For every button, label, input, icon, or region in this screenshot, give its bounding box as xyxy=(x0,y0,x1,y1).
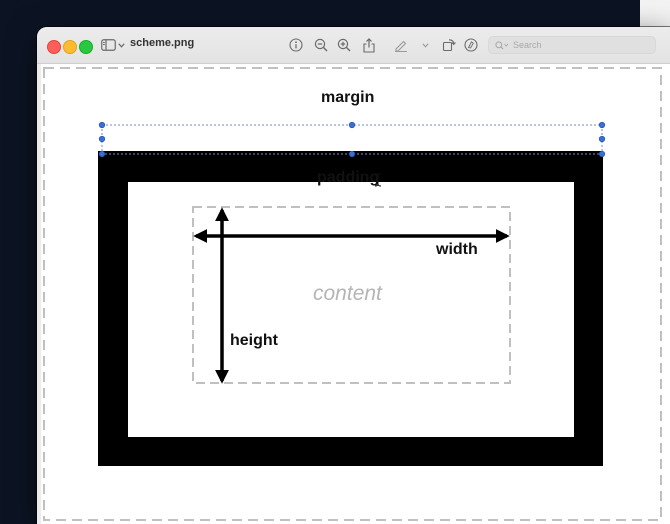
selection-handles xyxy=(98,121,606,158)
zoom-button[interactable] xyxy=(79,40,93,54)
info-icon[interactable] xyxy=(288,36,304,54)
rotate-icon[interactable] xyxy=(441,36,457,54)
close-button[interactable] xyxy=(47,40,61,54)
search-icon xyxy=(495,40,509,50)
zoom-in-icon[interactable] xyxy=(336,36,352,54)
height-label: height xyxy=(230,332,278,349)
search-placeholder: Search xyxy=(513,40,542,50)
window-title: scheme.png xyxy=(130,37,195,49)
preview-window: scheme.png Search xyxy=(37,27,670,524)
text-cursor-icon xyxy=(374,173,382,192)
image-canvas: margin border padding width height conte… xyxy=(41,64,670,524)
zoom-out-icon[interactable] xyxy=(313,36,329,54)
margin-box xyxy=(43,67,662,521)
chevron-down-icon[interactable] xyxy=(421,36,429,54)
border-label: border xyxy=(325,130,376,147)
margin-label: margin xyxy=(321,89,375,106)
search-field[interactable]: Search xyxy=(488,36,656,54)
sidebar-icon[interactable] xyxy=(100,36,116,54)
minimize-button[interactable] xyxy=(63,40,77,54)
chevron-down-icon[interactable] xyxy=(117,36,125,54)
share-icon[interactable] xyxy=(361,36,377,54)
padding-box xyxy=(128,182,574,437)
content-box xyxy=(192,206,511,384)
content-label: content xyxy=(313,282,382,305)
title-bar: scheme.png Search xyxy=(37,27,670,64)
width-label: width xyxy=(436,241,478,258)
markup-pen-icon[interactable] xyxy=(393,36,409,54)
padding-label: padding xyxy=(317,169,380,186)
box-model-diagram xyxy=(43,67,662,521)
annotate-icon[interactable] xyxy=(463,36,479,54)
